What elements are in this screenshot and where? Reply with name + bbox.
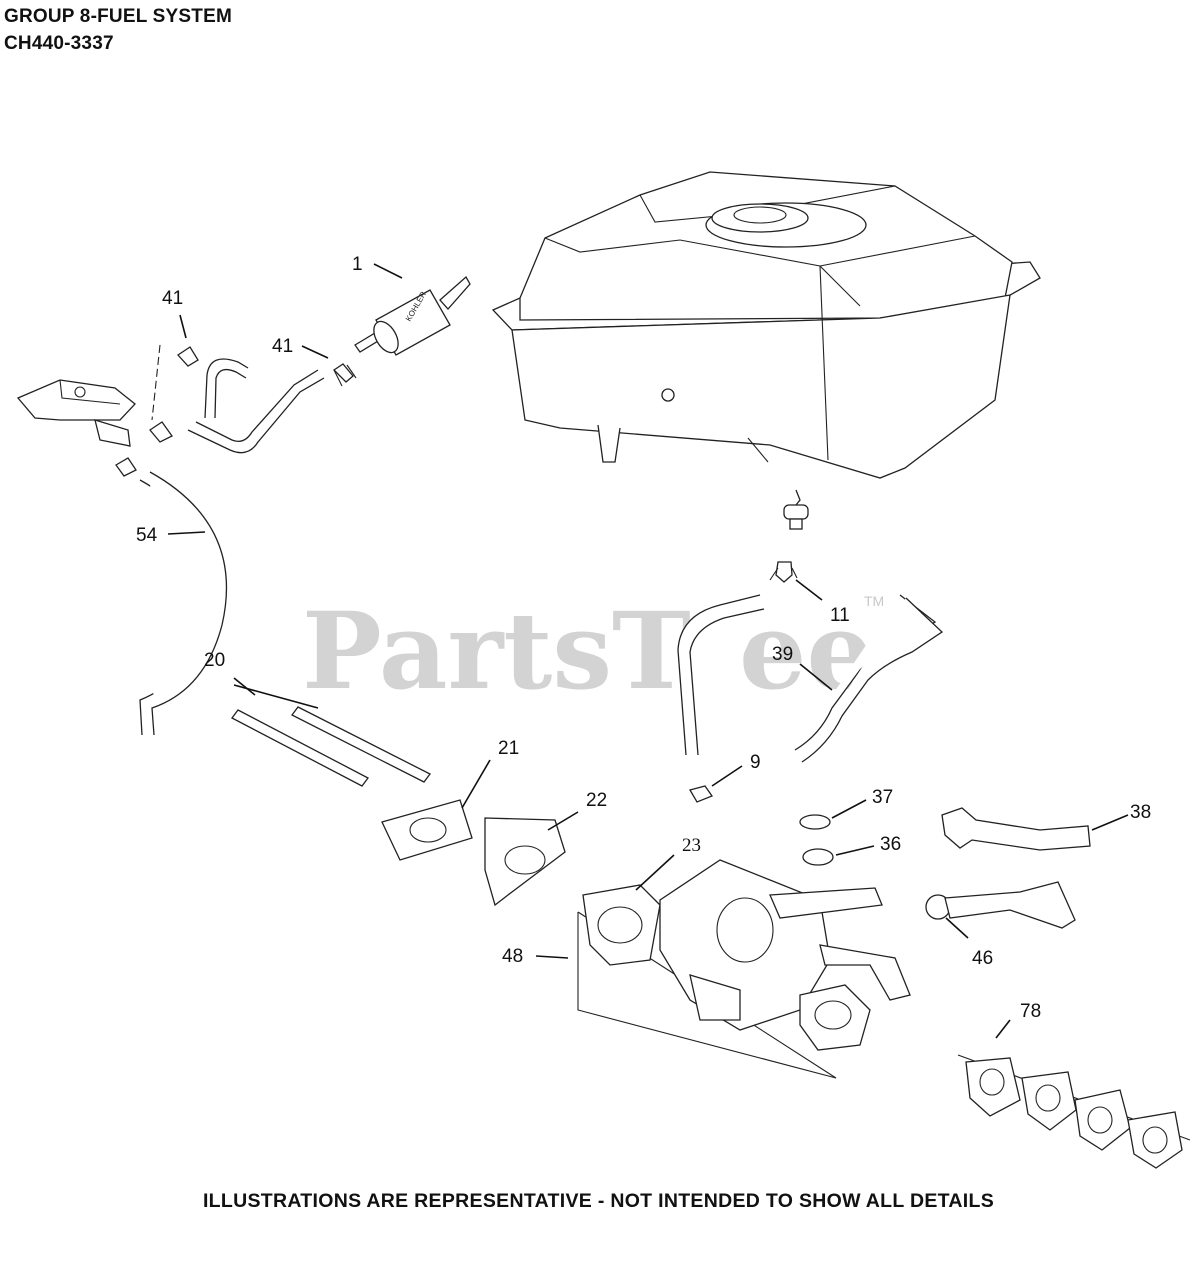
clip-part-9	[689, 785, 714, 803]
hose-part-41-left	[115, 344, 249, 477]
shutoff-valve-part	[783, 489, 809, 530]
leader-lines	[167, 263, 1129, 1039]
lever-part-38	[941, 807, 1091, 851]
diagram-title: GROUP 8-FUEL SYSTEM	[4, 6, 232, 27]
fuel-hose-part-39	[794, 594, 944, 763]
callout-48: 48	[502, 946, 523, 967]
gasket-kit-part-78	[957, 1054, 1191, 1169]
callout-37: 37	[872, 787, 893, 808]
callout-46: 46	[972, 948, 993, 969]
fuel-line-upper	[187, 369, 325, 454]
lever-part-46	[925, 881, 1076, 929]
callout-78: 78	[1020, 1001, 1041, 1022]
fuel-filter-part-1: KOHLER	[354, 275, 471, 356]
fuel-hose-middle	[677, 594, 765, 756]
model-number: CH440-3337	[4, 33, 114, 54]
callout-39: 39	[772, 644, 793, 665]
fuel-hose-part-54	[139, 471, 228, 736]
watermark-brand: PartsTree	[302, 588, 874, 713]
fuel-pump-part	[16, 379, 136, 447]
callout-9: 9	[750, 752, 761, 773]
screen-part-36	[802, 848, 834, 866]
clamp-part-11	[769, 561, 798, 583]
gasket-part-21	[381, 799, 473, 861]
callout-36: 36	[880, 834, 901, 855]
watermark-tm: TM	[864, 593, 884, 609]
washer-part-37	[799, 814, 831, 830]
callout-23: 23	[682, 835, 701, 856]
callout-54: 54	[136, 525, 158, 546]
clamp-part-41-right	[332, 363, 357, 387]
callout-41-left: 41	[162, 288, 183, 309]
callout-38: 38	[1130, 802, 1151, 823]
fuel-tank-part	[491, 171, 1041, 479]
callout-41-right: 41	[272, 336, 293, 357]
callout-11: 11	[830, 605, 850, 626]
tubes-part-20	[231, 706, 431, 787]
spacer-part-22	[484, 817, 566, 907]
callout-21: 21	[498, 738, 519, 759]
callout-1: 1	[352, 254, 363, 275]
carburetor-part-48	[577, 859, 911, 1079]
callout-22: 22	[586, 790, 607, 811]
callout-20: 20	[204, 650, 225, 671]
disclaimer-footer: ILLUSTRATIONS ARE REPRESENTATIVE - NOT I…	[202, 1190, 995, 1212]
